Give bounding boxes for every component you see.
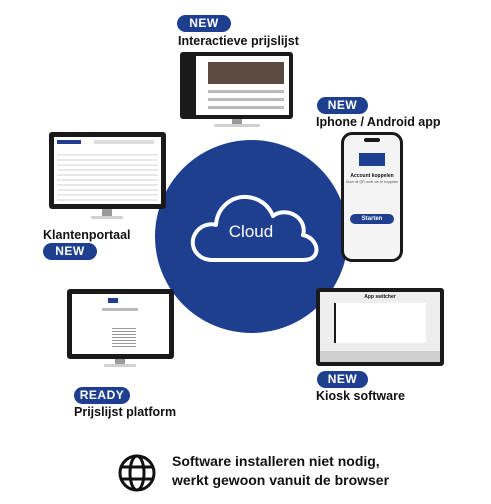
screen-line (208, 106, 284, 109)
new-badge: NEW (177, 15, 231, 32)
app-label: Iphone / Android app (316, 115, 441, 129)
app-logo (359, 153, 385, 166)
cloud-icon (190, 194, 319, 262)
cloud-label: Cloud (228, 222, 274, 241)
screen-sidebar (184, 56, 196, 115)
screen-document (112, 326, 136, 348)
footer-text: Software installeren niet nodig, werkt g… (172, 452, 389, 490)
screen-table (57, 151, 158, 203)
footer-line-1: Software installeren niet nodig, (172, 453, 380, 469)
new-badge: NEW (317, 97, 368, 114)
phone-subtext: Scan de QR code om te koppelen (345, 180, 399, 184)
phone-notch (364, 138, 380, 142)
ready-badge: READY (74, 387, 130, 404)
phone: Account koppelen Scan de QR code om te k… (341, 132, 403, 262)
kiosk-heading: App switcher (364, 294, 396, 300)
kiosk-app-grid (334, 303, 426, 343)
screen-line (208, 98, 284, 101)
start-button[interactable]: Starten (350, 214, 394, 224)
footer-line-2: werkt gewoon vanuit de browser (172, 472, 390, 488)
new-badge: NEW (43, 243, 97, 260)
screen-logo (108, 298, 118, 303)
screen-tabs (94, 140, 154, 144)
screen-logo (57, 140, 81, 144)
prijslijst-platform-label: Prijslijst platform (74, 405, 177, 419)
kiosk-dock (320, 351, 440, 362)
kiosk-software-label: Kiosk software (316, 389, 405, 403)
screen-line (208, 90, 284, 93)
new-badge: NEW (317, 371, 368, 388)
interactieve-prijslijst-label: Interactieve prijslijst (178, 34, 299, 48)
screen-line (102, 308, 138, 311)
cloud-circle (155, 140, 348, 333)
product-image-row (208, 62, 284, 84)
kiosk-screen: App switcher (316, 288, 444, 366)
klantenportaal-label: Klantenportaal (43, 228, 131, 242)
phone-heading: Account koppelen (350, 173, 394, 179)
globe-icon (118, 454, 156, 492)
